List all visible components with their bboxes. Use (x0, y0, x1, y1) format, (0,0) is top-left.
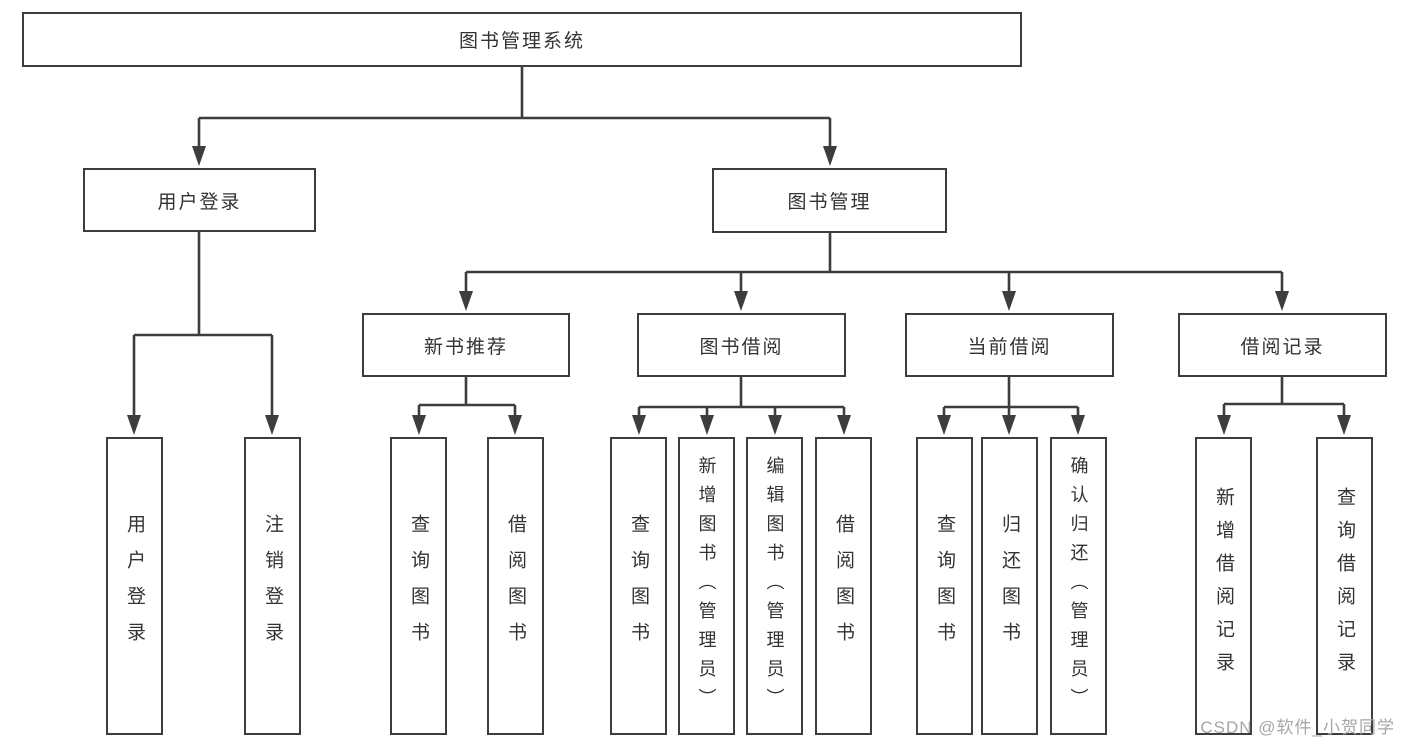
node-leaf-borrow-books: 借阅图书 (815, 437, 872, 735)
connector-recommend-to-leaves (417, 377, 517, 418)
node-leaf-add-borrow-record: 新增借阅记录 (1195, 437, 1252, 735)
connector-current-to-leaves (942, 377, 1080, 418)
node-leaf-logout: 注销登录 (244, 437, 301, 735)
node-leaf-query-borrow-record: 查询借阅记录 (1316, 437, 1373, 735)
connector-users-to-leaves (132, 232, 274, 417)
node-book-borrowing: 图书借阅 (637, 313, 846, 377)
connector-records-to-leaves (1222, 377, 1346, 418)
node-user-login-branch: 用户登录 (83, 168, 316, 232)
node-leaf-query-books-current: 查询图书 (916, 437, 973, 735)
node-new-book-recommend: 新书推荐 (362, 313, 570, 377)
node-leaf-return-books: 归还图书 (981, 437, 1038, 735)
connector-borrow-to-leaves (637, 377, 846, 418)
node-leaf-add-books-admin: 新增图书（管理员） (678, 437, 735, 735)
node-root-library-system: 图书管理系统 (22, 12, 1022, 67)
node-book-management-branch: 图书管理 (712, 168, 947, 233)
node-current-borrowing: 当前借阅 (905, 313, 1114, 377)
arrowheads (127, 146, 1351, 435)
connector-root-to-level2 (197, 67, 832, 150)
connector-books-to-level3 (464, 233, 1284, 293)
node-leaf-edit-books-admin: 编辑图书（管理员） (746, 437, 803, 735)
node-borrowing-records: 借阅记录 (1178, 313, 1387, 377)
node-leaf-user-login: 用户登录 (106, 437, 163, 735)
node-leaf-query-books-recommend: 查询图书 (390, 437, 447, 735)
node-leaf-query-books-borrow: 查询图书 (610, 437, 667, 735)
csdn-watermark: CSDN @软件_小贺同学 (1200, 718, 1395, 737)
node-leaf-borrow-books-recommend: 借阅图书 (487, 437, 544, 735)
node-leaf-confirm-return-admin: 确认归还（管理员） (1050, 437, 1107, 735)
